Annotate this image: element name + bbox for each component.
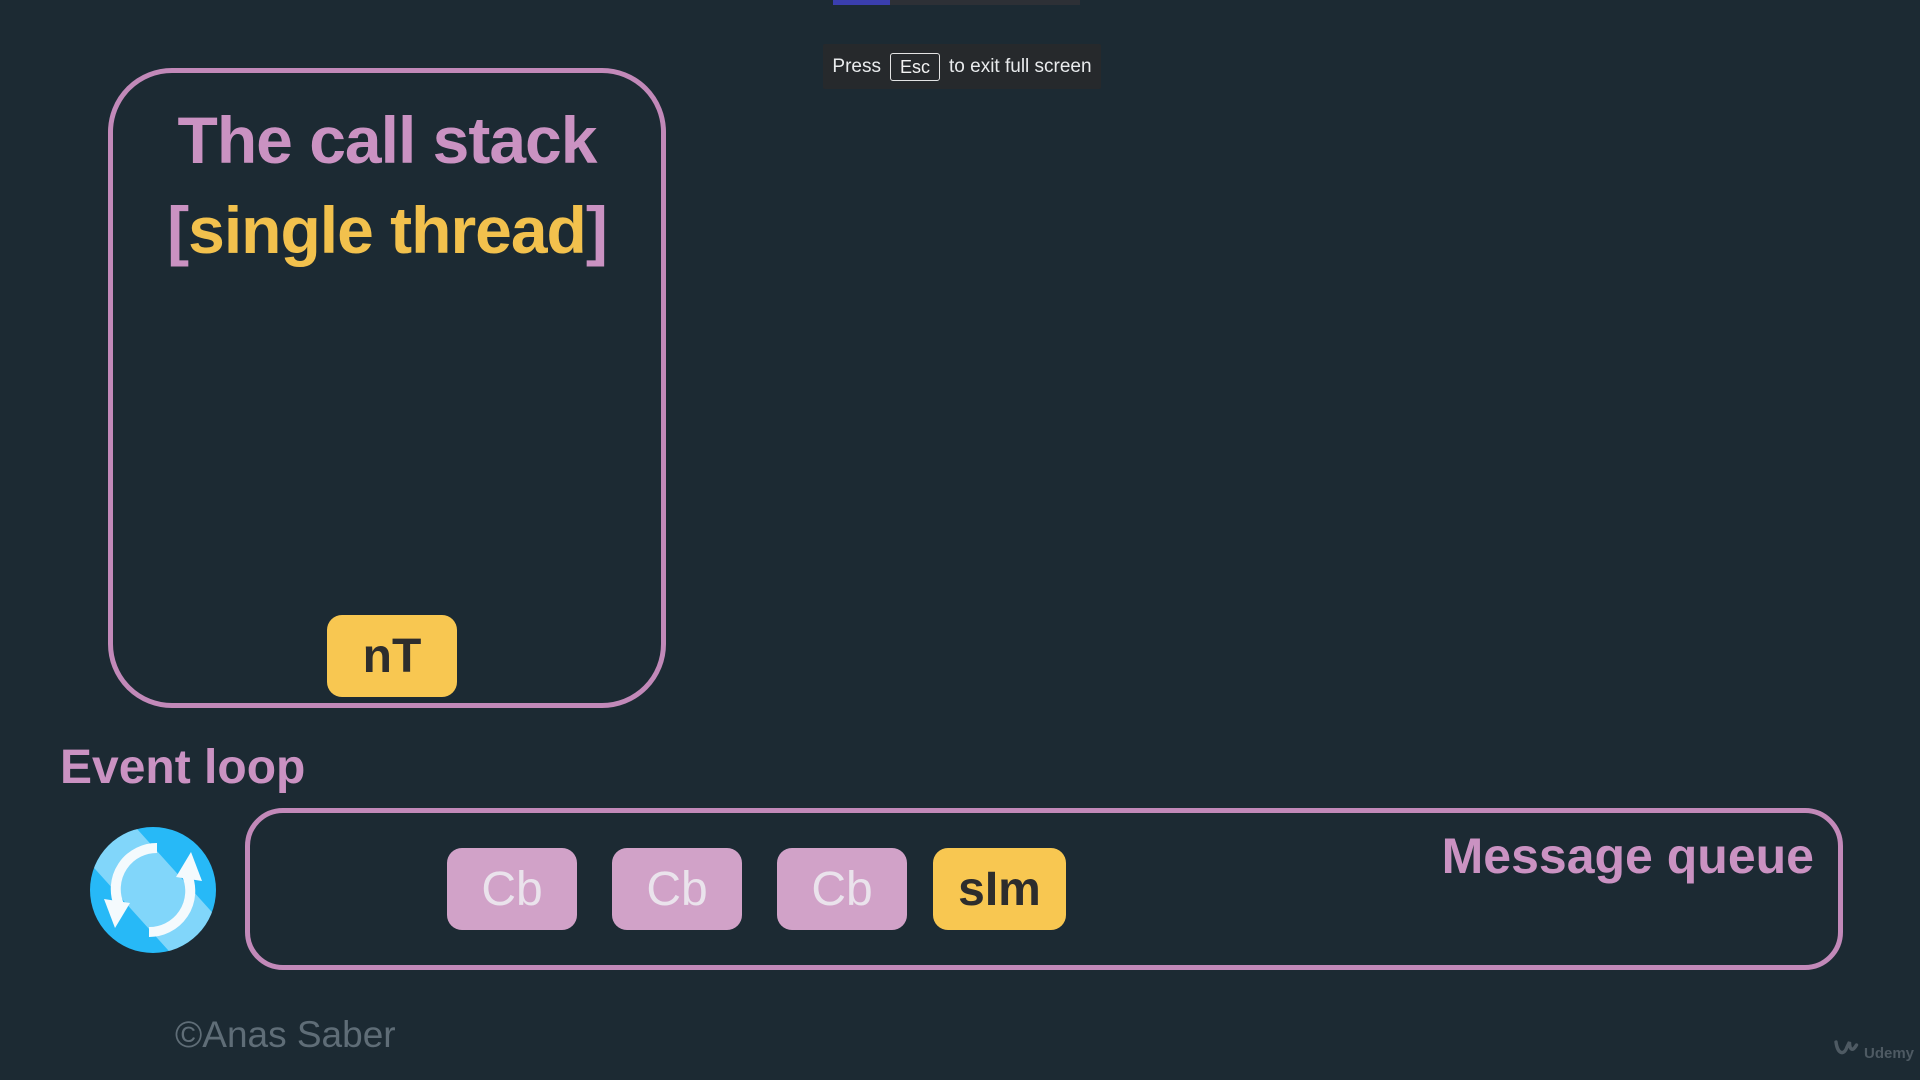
udemy-wordmark: Udemy	[1864, 1045, 1915, 1062]
message-queue-box: Message queue Cb Cb Cb sIm	[245, 808, 1843, 970]
call-stack-box: The call stack [single thread]	[108, 68, 666, 708]
stack-item-nexttick: nT	[327, 615, 457, 697]
fullscreen-exit-toast: Press Esc to exit full screen	[823, 44, 1101, 89]
progress-played-segment	[833, 0, 890, 5]
call-stack-title: The call stack [single thread]	[113, 95, 661, 275]
call-stack-title-line1: The call stack	[177, 103, 598, 177]
message-queue-label: Message queue	[1441, 828, 1814, 884]
queue-item-callback-2: Cb	[612, 848, 742, 930]
queue-item-callback-3: Cb	[777, 848, 907, 930]
esc-keycap: Esc	[889, 52, 940, 81]
udemy-logo: Udemy	[1833, 1038, 1914, 1065]
toast-suffix-text: to exit full screen	[949, 55, 1092, 77]
queue-item-callback-1: Cb	[447, 848, 577, 930]
video-progress-bar[interactable]	[833, 0, 1080, 5]
call-stack-title-line2: [single thread]	[167, 193, 608, 267]
event-loop-label: Event loop	[60, 741, 306, 794]
queue-item-setimmediate: sIm	[933, 848, 1066, 930]
toast-press-text: Press	[832, 55, 881, 77]
copyright-text: ©Anas Saber	[175, 1014, 396, 1055]
udemy-u-swoosh-icon	[1833, 1038, 1859, 1065]
sync-loop-icon	[90, 827, 216, 953]
progress-remaining-segment	[890, 0, 1080, 5]
